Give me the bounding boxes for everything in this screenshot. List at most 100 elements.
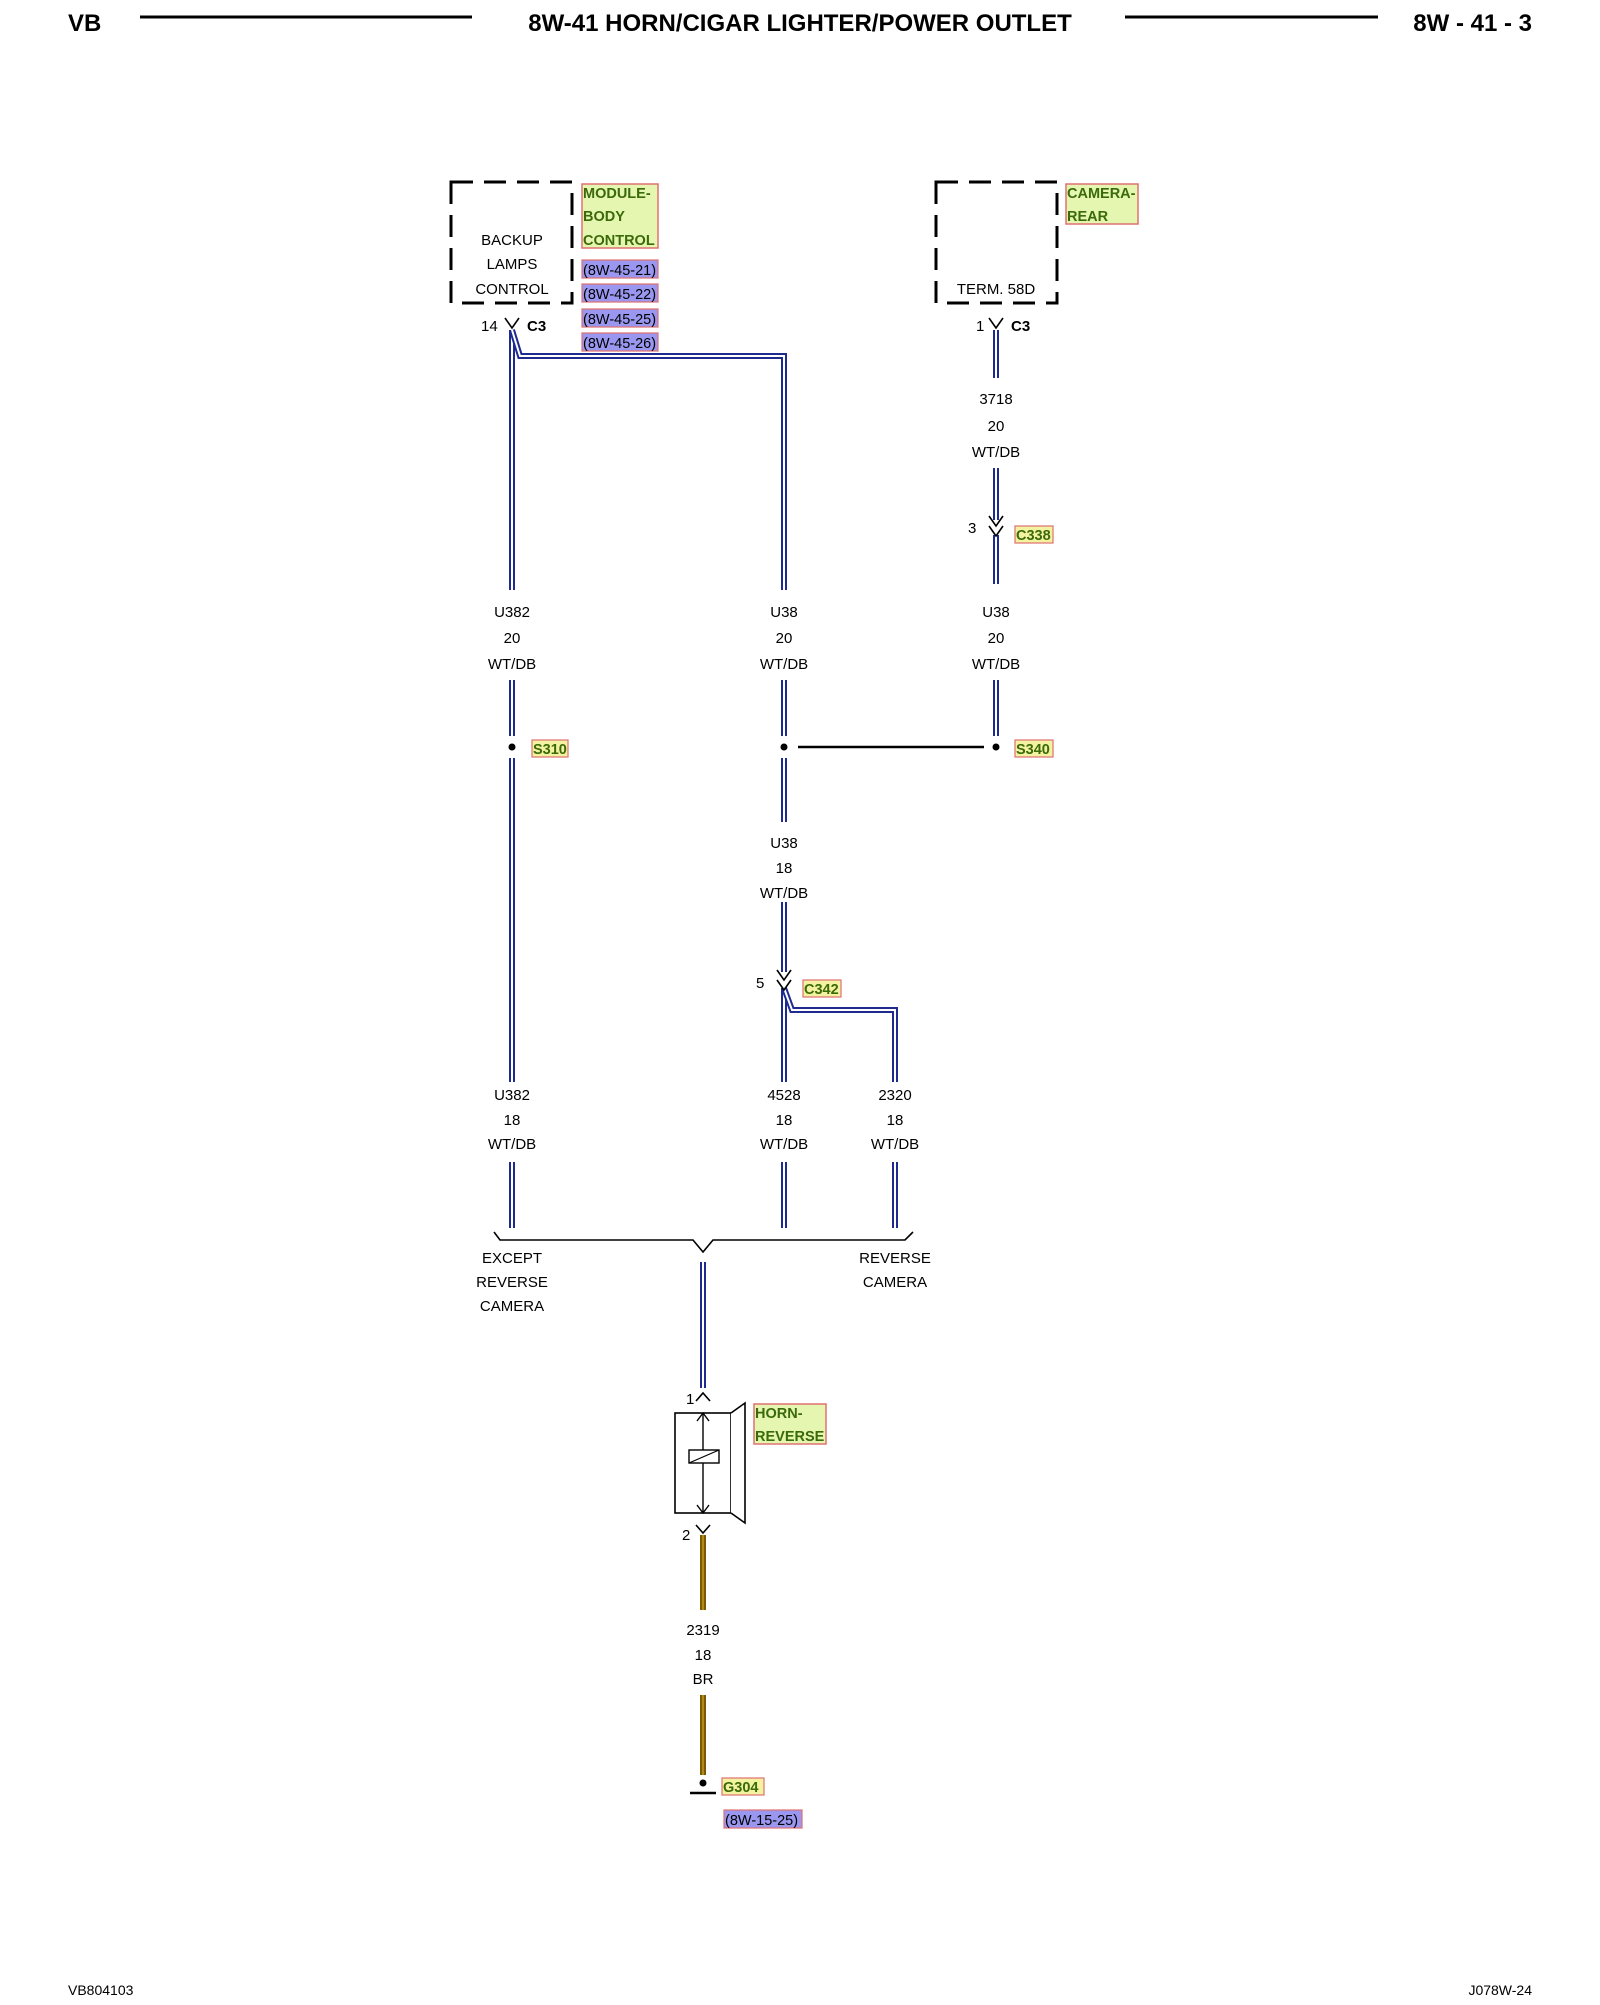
svg-text:20: 20 xyxy=(988,418,1005,435)
svg-text:4528: 4528 xyxy=(767,1087,800,1104)
camera-name-label[interactable]: CAMERA- REAR xyxy=(1065,183,1139,225)
camera-pin-number: 1 xyxy=(976,318,984,335)
option-label-left: EXCEPT REVERSE CAMERA xyxy=(476,1250,548,1315)
bcm-ref-4[interactable]: (8W-45-26) xyxy=(581,332,659,352)
c342-pin-number: 5 xyxy=(756,975,764,992)
bcm-name-label[interactable]: MODULE- BODY CONTROL xyxy=(581,183,659,249)
svg-text:WT/DB: WT/DB xyxy=(871,1136,919,1153)
bcm-connector-symbol xyxy=(504,317,520,330)
ground-ref-text: (8W-15-25) xyxy=(725,1813,798,1829)
svg-text:WT/DB: WT/DB xyxy=(972,656,1020,673)
svg-text:CAMERA: CAMERA xyxy=(863,1274,927,1291)
c338-label-text: C338 xyxy=(1016,528,1051,544)
camera-name-line-1: CAMERA- xyxy=(1067,186,1136,202)
svg-text:REVERSE: REVERSE xyxy=(476,1274,548,1291)
bcm-ref-1-text: (8W-45-21) xyxy=(583,263,656,279)
svg-text:2320: 2320 xyxy=(878,1087,911,1104)
svg-text:20: 20 xyxy=(988,630,1005,647)
svg-text:EXCEPT: EXCEPT xyxy=(482,1250,542,1267)
page-title: 8W-41 HORN/CIGAR LIGHTER/POWER OUTLET xyxy=(528,10,1072,37)
svg-text:3718: 3718 xyxy=(979,391,1012,408)
svg-text:18: 18 xyxy=(776,1112,793,1129)
splice-s340-right-dot xyxy=(992,743,1000,751)
bcm-internal-line-3: CONTROL xyxy=(475,281,548,298)
c342-connector-symbol xyxy=(776,969,792,992)
svg-text:U38: U38 xyxy=(770,604,798,621)
svg-text:WT/DB: WT/DB xyxy=(488,1136,536,1153)
bcm-ref-2-text: (8W-45-22) xyxy=(583,287,656,303)
wire-label-u382-20: U382 20 WT/DB xyxy=(488,604,536,673)
s340-label-text: S340 xyxy=(1016,742,1050,758)
svg-text:U38: U38 xyxy=(770,835,798,852)
page-number: 8W - 41 - 3 xyxy=(1413,10,1532,37)
wire-label-u38-18: U38 18 WT/DB xyxy=(760,835,808,902)
horn-connector-bottom xyxy=(695,1524,711,1535)
wire-label-u382-18: U382 18 WT/DB xyxy=(488,1087,536,1153)
s340-label[interactable]: S340 xyxy=(1014,739,1054,758)
svg-text:18: 18 xyxy=(776,860,793,877)
wire-label-3718: 3718 20 WT/DB xyxy=(972,391,1020,461)
wire-label-u38-20-right: U38 20 WT/DB xyxy=(972,604,1020,673)
ground-dot xyxy=(699,1779,707,1787)
camera-connector-name: C3 xyxy=(1011,318,1030,335)
svg-text:WT/DB: WT/DB xyxy=(488,656,536,673)
camera-internal-line-1: TERM. 58D xyxy=(957,281,1036,298)
ground-label-text: G304 xyxy=(723,1780,758,1796)
bcm-ref-3-text: (8W-45-25) xyxy=(583,312,656,328)
wire-label-2319: 2319 18 BR xyxy=(686,1622,719,1688)
c342-label-text: C342 xyxy=(804,982,839,998)
ground-label[interactable]: G304 xyxy=(721,1777,765,1796)
svg-text:2319: 2319 xyxy=(686,1622,719,1639)
svg-text:WT/DB: WT/DB xyxy=(760,656,808,673)
bcm-ref-4-text: (8W-45-26) xyxy=(583,336,656,352)
horn-symbol xyxy=(674,1401,746,1525)
c338-label[interactable]: C338 xyxy=(1014,525,1054,544)
footer-right: J078W-24 xyxy=(1468,1982,1532,1998)
svg-text:WT/DB: WT/DB xyxy=(760,1136,808,1153)
bcm-internal-line-1: BACKUP xyxy=(481,232,543,249)
horn-pin-bottom: 2 xyxy=(682,1527,690,1544)
camera-outline xyxy=(934,180,1059,305)
c338-connector-symbol xyxy=(988,515,1004,538)
svg-text:20: 20 xyxy=(504,630,521,647)
bcm-name-line-1: MODULE- xyxy=(583,186,651,202)
bcm-internal-line-2: LAMPS xyxy=(487,256,538,273)
wire-2320 xyxy=(781,986,898,1228)
svg-text:18: 18 xyxy=(504,1112,521,1129)
bcm-connector-name: C3 xyxy=(527,318,546,335)
s310-label[interactable]: S310 xyxy=(531,739,569,758)
wire-label-2320: 2320 18 WT/DB xyxy=(871,1087,919,1153)
camera-name-line-2: REAR xyxy=(1067,209,1109,225)
svg-text:20: 20 xyxy=(776,630,793,647)
bcm-name-line-2: BODY xyxy=(583,209,625,225)
header-left: VB xyxy=(68,10,101,37)
wire-u38-20-branch xyxy=(509,329,787,590)
camera-connector-symbol xyxy=(988,317,1004,330)
svg-text:U38: U38 xyxy=(982,604,1010,621)
c338-pin-number: 3 xyxy=(968,520,976,537)
bcm-name-line-3: CONTROL xyxy=(583,233,655,249)
wire-label-u38-20-left: U38 20 WT/DB xyxy=(760,604,808,673)
horn-connector-top xyxy=(695,1391,711,1402)
bcm-outline xyxy=(449,180,574,305)
svg-text:CAMERA: CAMERA xyxy=(480,1298,544,1315)
svg-text:WT/DB: WT/DB xyxy=(972,444,1020,461)
bcm-ref-3[interactable]: (8W-45-25) xyxy=(581,308,659,328)
footer-left: VB804103 xyxy=(68,1982,134,1998)
wire-label-4528: 4528 18 WT/DB xyxy=(760,1087,808,1153)
horn-name-label[interactable]: HORN- REVERSE xyxy=(753,1403,827,1445)
option-bracket xyxy=(493,1231,914,1254)
bcm-ref-1[interactable]: (8W-45-21) xyxy=(581,259,659,279)
svg-text:REVERSE: REVERSE xyxy=(859,1250,931,1267)
bcm-ref-2[interactable]: (8W-45-22) xyxy=(581,283,659,303)
ground-ref[interactable]: (8W-15-25) xyxy=(723,1809,803,1829)
c342-label[interactable]: C342 xyxy=(802,979,842,998)
horn-pin-top: 1 xyxy=(686,1391,694,1408)
splice-s340-left-dot xyxy=(780,743,788,751)
horn-name-line-2: REVERSE xyxy=(755,1429,825,1445)
bcm-pin-number: 14 xyxy=(481,318,498,335)
splice-s310-dot xyxy=(508,743,516,751)
svg-text:U382: U382 xyxy=(494,1087,530,1104)
svg-text:18: 18 xyxy=(695,1647,712,1664)
